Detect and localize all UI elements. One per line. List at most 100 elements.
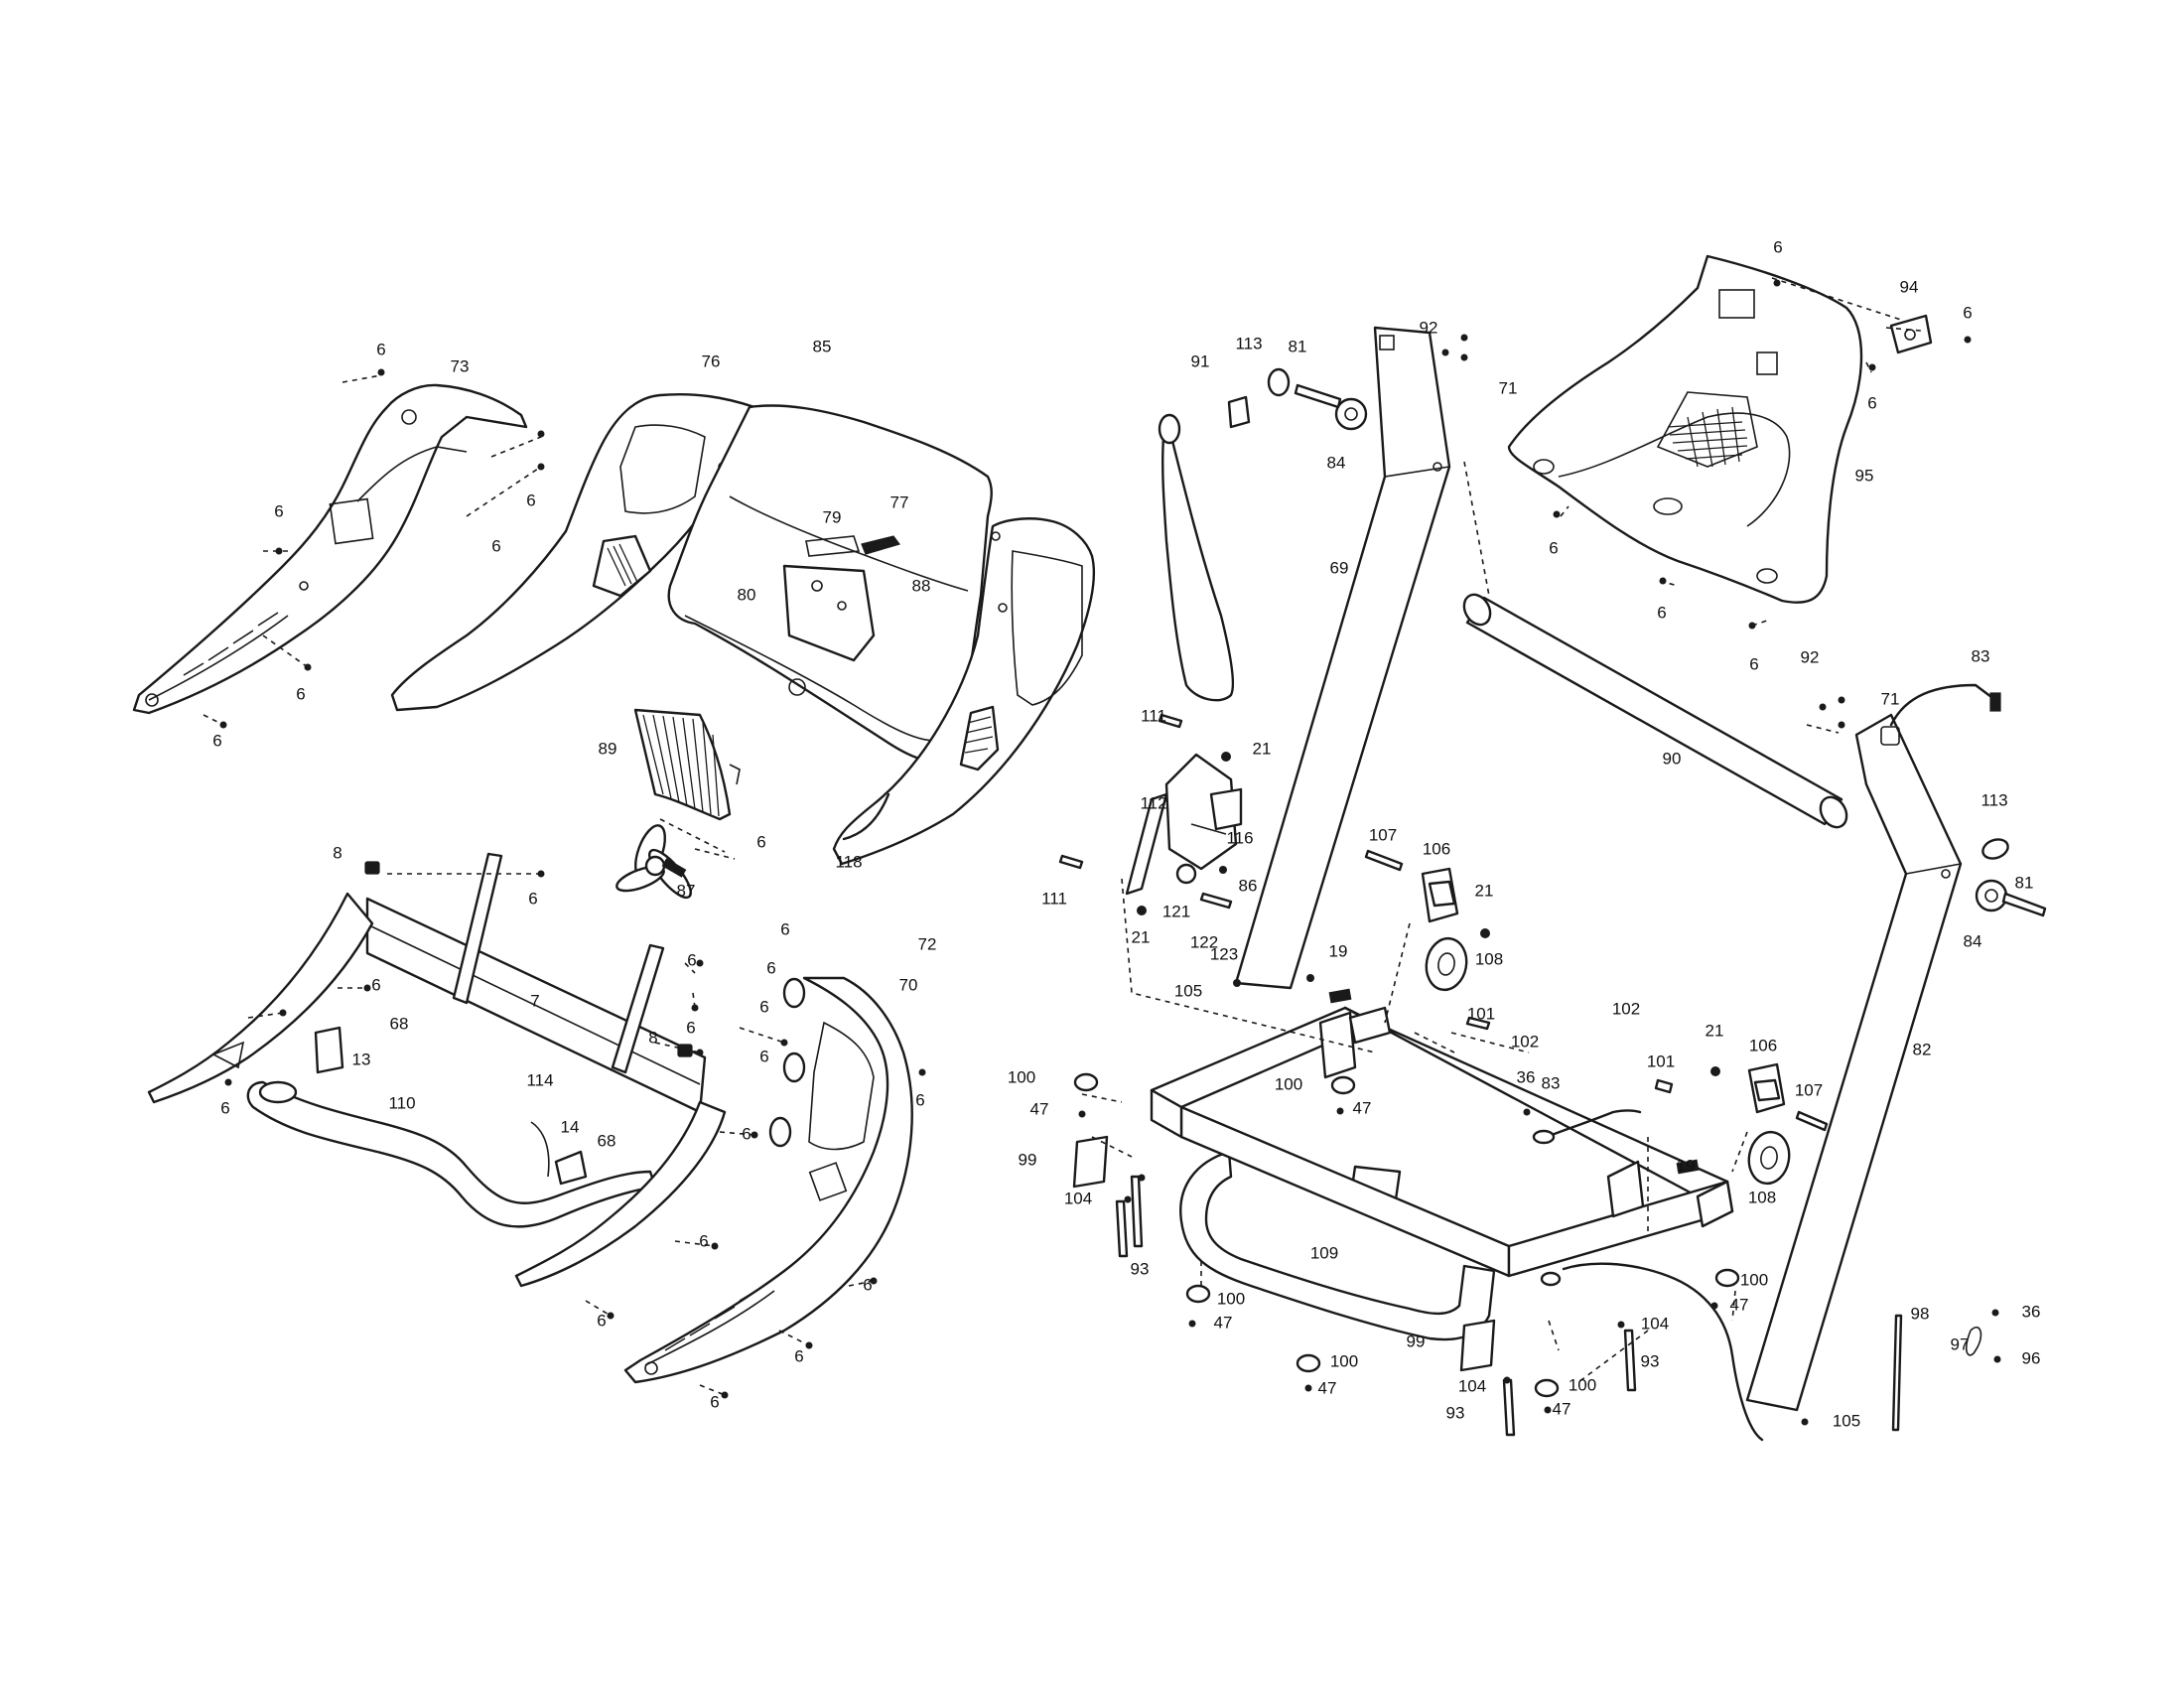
callout-part-122: 122 (1190, 932, 1218, 951)
callout-part-104: 104 (1064, 1189, 1092, 1207)
callout-part-47: 47 (1730, 1295, 1749, 1314)
callout-part-113: 113 (1980, 790, 2007, 809)
callout-part-14: 14 (561, 1117, 580, 1136)
callout-part-92: 92 (1420, 318, 1438, 337)
callout-part-107: 107 (1369, 825, 1397, 844)
callout-part-108: 108 (1475, 949, 1503, 968)
callout-part-6: 6 (915, 1090, 924, 1109)
hardware-screws-left (219, 368, 926, 1399)
callout-part-21: 21 (1706, 1021, 1724, 1040)
part-83-connector (1989, 692, 2001, 712)
callout-part-47: 47 (1353, 1098, 1372, 1117)
callout-part-104: 104 (1458, 1376, 1486, 1395)
callout-part-8: 8 (648, 1028, 657, 1047)
part-106-pulley-bracket-right (1747, 1062, 1786, 1114)
callout-part-114: 114 (526, 1070, 553, 1089)
callout-part-84: 84 (1964, 931, 1982, 950)
callout-part-111: 111 (1041, 889, 1067, 908)
callout-part-99: 99 (1019, 1150, 1037, 1169)
callout-part-94: 94 (1900, 277, 1919, 296)
callout-part-6: 6 (597, 1311, 606, 1330)
callout-part-6: 6 (780, 919, 789, 938)
callout-part-90: 90 (1663, 749, 1682, 768)
callout-part-6: 6 (526, 491, 535, 509)
callout-part-100: 100 (1008, 1067, 1035, 1086)
callout-part-6: 6 (1657, 603, 1666, 622)
callout-part-6: 6 (296, 684, 305, 703)
callout-part-36: 36 (2022, 1302, 2041, 1321)
part-89-fan-grill (633, 708, 741, 821)
part-110-left-handrail (147, 892, 657, 1228)
callout-part-69: 69 (1330, 558, 1349, 577)
callout-part-101: 101 (1467, 1004, 1495, 1023)
callout-part-76: 76 (702, 351, 721, 370)
callout-part-102: 102 (1511, 1032, 1539, 1051)
part-84-upright-cap-right (1975, 838, 2047, 917)
callout-part-110: 110 (388, 1093, 415, 1112)
callout-part-6: 6 (710, 1392, 719, 1411)
callout-part-100: 100 (1275, 1074, 1302, 1093)
callout-part-95: 95 (1855, 466, 1874, 485)
callout-part-91: 91 (1191, 351, 1210, 370)
part-82-upright-right (1745, 713, 1963, 1412)
part-95-motor-hood (1507, 254, 1863, 604)
callout-part-6: 6 (376, 340, 385, 358)
callout-part-101: 101 (1647, 1052, 1675, 1070)
hardware-screws-right (1058, 279, 2001, 1426)
callout-part-6: 6 (528, 889, 537, 908)
callout-part-87: 87 (677, 881, 696, 900)
callout-part-6: 6 (1749, 654, 1758, 673)
callout-part-89: 89 (599, 739, 617, 758)
callout-part-6: 6 (1963, 303, 1972, 322)
callout-part-97: 97 (1951, 1334, 1970, 1353)
callout-part-85: 85 (813, 337, 832, 355)
part-83-cable-upper (1889, 683, 1997, 727)
callout-part-77: 77 (890, 492, 909, 511)
callout-part-6: 6 (371, 975, 380, 994)
callout-part-107: 107 (1795, 1080, 1823, 1099)
dashed-leaders-right (1081, 277, 1922, 1383)
callout-part-36: 36 (1517, 1067, 1536, 1086)
callout-part-6: 6 (274, 501, 283, 520)
part-85-console-base (667, 404, 993, 763)
callout-part-6: 6 (1549, 538, 1558, 557)
callout-part-88: 88 (912, 576, 931, 595)
dashed-leaders-left (203, 374, 875, 1396)
part-106-pulley-bracket-left (1421, 867, 1459, 923)
callout-part-123: 123 (1210, 944, 1238, 963)
callout-part-86: 86 (1239, 876, 1258, 895)
callout-part-6: 6 (742, 1124, 751, 1143)
part-87-fan (615, 824, 692, 900)
callout-part-93: 93 (1446, 1403, 1465, 1422)
callout-part-118: 118 (835, 852, 862, 871)
callout-part-6: 6 (491, 536, 500, 555)
callout-part-13: 13 (352, 1050, 371, 1068)
callout-part-105: 105 (1174, 981, 1202, 1000)
callout-part-8: 8 (333, 843, 341, 862)
callout-part-71: 71 (1499, 378, 1518, 397)
callout-part-100: 100 (1217, 1289, 1245, 1308)
callout-part-71: 71 (1881, 689, 1900, 708)
callout-part-47: 47 (1214, 1313, 1233, 1332)
callout-part-6: 6 (794, 1346, 803, 1365)
callout-part-106: 106 (1749, 1036, 1777, 1054)
callout-part-100: 100 (1330, 1351, 1358, 1370)
callout-part-109: 109 (1310, 1243, 1338, 1262)
callout-part-68: 68 (598, 1131, 616, 1150)
callout-part-102: 102 (1612, 999, 1640, 1018)
part-69-upright-left (1234, 326, 1451, 990)
part-118-wire (842, 792, 890, 841)
callout-part-81: 81 (2015, 873, 2034, 892)
part-108-pulley-left (1425, 936, 1468, 992)
callout-part-6: 6 (220, 1098, 229, 1117)
callout-part-106: 106 (1423, 839, 1450, 858)
callout-part-68: 68 (390, 1014, 409, 1033)
part-frame-right-handrail (514, 1100, 727, 1288)
callout-part-98: 98 (1911, 1304, 1930, 1323)
part-83-cable-lower (1532, 1109, 1764, 1442)
callout-part-79: 79 (823, 507, 842, 526)
callout-part-80: 80 (738, 585, 756, 604)
callout-part-82: 82 (1913, 1040, 1932, 1058)
